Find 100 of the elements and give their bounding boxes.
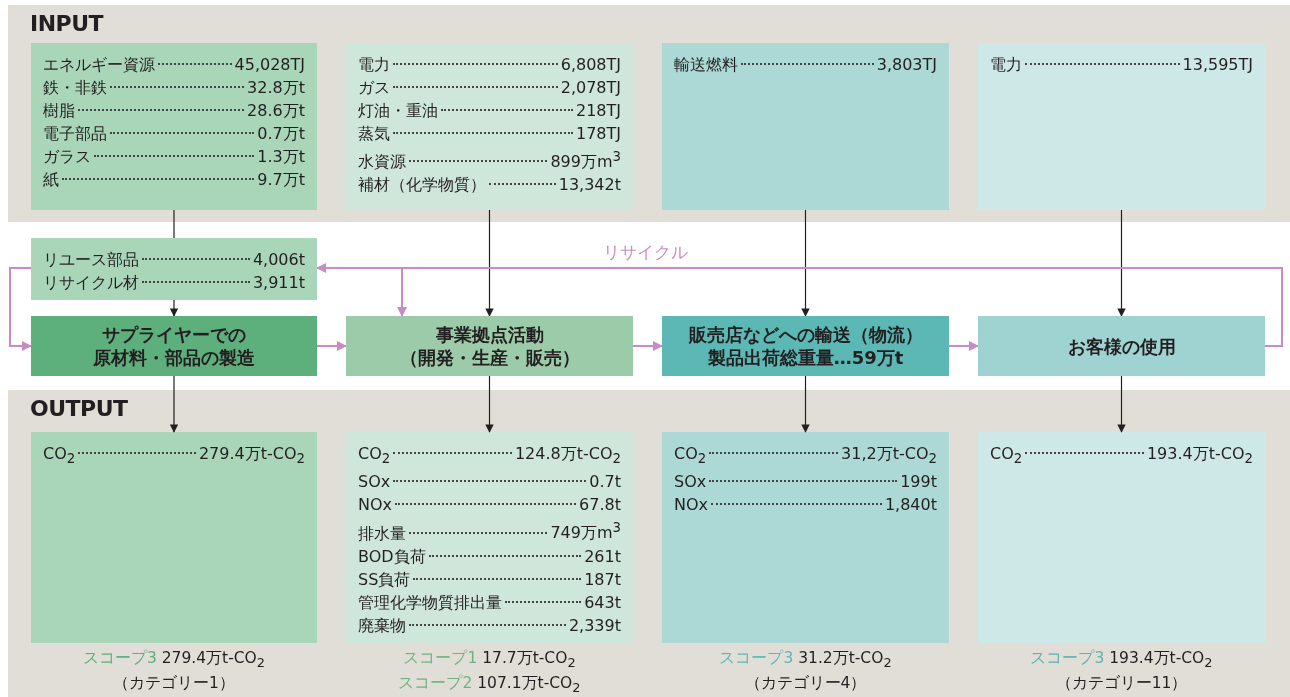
item-value: 0.7万t <box>257 123 305 145</box>
item-value: 13,595TJ <box>1182 54 1253 76</box>
arrow <box>801 375 810 433</box>
item-value: 3,911t <box>252 272 305 294</box>
data-box <box>978 43 1265 210</box>
item-value: 6,808TJ <box>560 54 621 76</box>
item-name: ガラス <box>43 146 91 168</box>
process-label: 販売店などへの輸送（物流） <box>688 323 923 346</box>
arrow <box>948 341 979 351</box>
section-band <box>8 5 1290 222</box>
item-value: 193.4万t-CO$_{2}$ <box>1146 443 1253 469</box>
process-box <box>662 316 949 376</box>
process-box <box>978 316 1265 376</box>
item-value: 45,028TJ <box>234 54 305 76</box>
item-value: 749万m$^{3}$ <box>550 519 621 545</box>
item-name: 電力 <box>990 54 1022 76</box>
item-value: 279.4万t-CO$_{2}$ <box>198 443 305 469</box>
item-value: 67.8t <box>579 494 621 517</box>
arrow <box>1117 209 1126 317</box>
item-name: CO$_{2}$ <box>990 443 1023 469</box>
item-value: 13,342t <box>558 174 621 197</box>
item-value: 899万m$^{3}$ <box>550 148 621 174</box>
data-box <box>31 238 317 300</box>
item-name: 補材（化学物質） <box>358 174 486 197</box>
process-label: （開発・生産・販売） <box>399 346 580 369</box>
category-label: （カテゴリー4） <box>744 674 867 693</box>
item-name: 蒸気 <box>358 123 390 145</box>
item-name: CO$_{2}$ <box>358 443 391 469</box>
item-name: リユース部品 <box>43 249 139 271</box>
data-box <box>31 43 317 210</box>
item-value: 218TJ <box>575 100 621 122</box>
process-box <box>31 316 317 376</box>
arrow <box>485 375 494 433</box>
item-name: 廃棄物 <box>358 614 406 637</box>
item-name: CO$_{2}$ <box>674 443 707 469</box>
item-name: リサイクル材 <box>43 272 139 294</box>
item-name: 鉄・非鉄 <box>43 77 107 99</box>
item-value: 1.3万t <box>257 146 305 168</box>
item-value: 124.8万t-CO$_{2}$ <box>514 443 621 469</box>
scope-label: スコープ2 <box>398 674 473 693</box>
item-name: 輸送燃料 <box>674 54 738 76</box>
item-name: 紙 <box>43 169 59 191</box>
scope-value: 193.4万t-CO$_{2}$ <box>1109 649 1213 667</box>
item-name: NOx <box>358 494 393 517</box>
scope-value: 107.1万t-CO$_{2}$ <box>477 674 581 693</box>
arrow <box>1117 375 1126 433</box>
scope-value: 279.4万t-CO$_{2}$ <box>161 649 266 667</box>
item-value: 2,078TJ <box>560 77 621 99</box>
section-heading: INPUT <box>30 11 104 36</box>
arrow <box>632 341 663 351</box>
item-name: 電力 <box>358 54 390 76</box>
item-name: 樹脂 <box>43 100 75 122</box>
item-value: 4,006t <box>252 249 305 271</box>
scope-label: スコープ3 <box>1030 649 1105 667</box>
section-heading: OUTPUT <box>30 396 128 421</box>
item-value: 32.8万t <box>247 77 305 99</box>
arrow <box>316 341 347 351</box>
connector-line <box>173 209 175 239</box>
item-name: NOx <box>674 494 709 517</box>
arrow <box>169 375 179 433</box>
process-label: 事業拠点活動 <box>435 323 544 346</box>
item-name: SOx <box>358 471 391 494</box>
item-name: 水資源 <box>358 151 406 174</box>
item-name: 管理化学物質排出量 <box>358 591 502 614</box>
item-name: SS負荷 <box>358 568 411 591</box>
process-label: サプライヤーでの <box>102 323 246 346</box>
arrow <box>801 209 810 317</box>
scope-label: スコープ3 <box>82 649 157 667</box>
data-box <box>662 43 949 210</box>
item-name: 排水量 <box>358 522 406 545</box>
item-value: 9.7万t <box>257 169 305 191</box>
data-box <box>346 43 633 210</box>
item-name: ガス <box>358 77 390 99</box>
item-name: 灯油・重油 <box>358 100 438 122</box>
item-value: 0.7t <box>589 471 621 494</box>
scope-value: 17.7万t-CO$_{2}$ <box>482 649 576 667</box>
section-band <box>8 390 1290 697</box>
item-value: 178TJ <box>575 123 621 145</box>
process-label: 原材料・部品の製造 <box>93 346 255 369</box>
item-value: 3,803TJ <box>876 54 937 76</box>
process-label: 製品出荷総重量…59万t <box>707 346 904 369</box>
scope-label: スコープ3 <box>719 649 794 667</box>
item-value: 28.6万t <box>247 100 305 122</box>
process-box <box>346 316 633 376</box>
scope-label: スコープ1 <box>403 649 478 667</box>
category-label: （カテゴリー11） <box>1055 674 1188 693</box>
category-label: （カテゴリー1） <box>113 674 235 693</box>
item-value: 31,2万t-CO$_{2}$ <box>841 443 937 469</box>
arrow <box>9 267 32 351</box>
scope-value: 31.2万t-CO$_{2}$ <box>798 649 892 667</box>
process-label: お客様の使用 <box>1067 334 1176 358</box>
item-value: 199t <box>900 471 937 494</box>
arrow <box>485 209 494 317</box>
item-name: BOD負荷 <box>358 545 426 568</box>
item-name: 電子部品 <box>43 123 107 145</box>
item-name: CO$_{2}$ <box>43 443 76 469</box>
item-value: 643t <box>584 591 621 614</box>
item-name: SOx <box>674 471 707 494</box>
item-name: エネルギー資源 <box>43 54 155 76</box>
item-value: 2,339t <box>568 614 621 637</box>
